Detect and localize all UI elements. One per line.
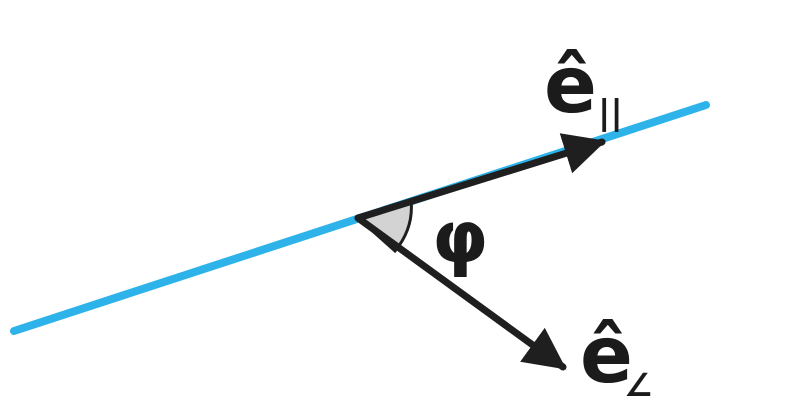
perpendicular-vector-label: ê ∠: [580, 311, 653, 404]
parallel-vector-label: ê ||: [544, 41, 623, 133]
parallel-vector-arrow: [354, 133, 607, 222]
angle-label: φ: [432, 195, 488, 279]
parallel-vector-symbol: ê: [544, 41, 597, 131]
perpendicular-vector-subscript: ∠: [624, 366, 653, 404]
perpendicular-vector-symbol: ê: [580, 311, 633, 401]
perpendicular-vector-arrow: [354, 214, 567, 371]
parallel-vector-subscript: ||: [598, 93, 623, 133]
